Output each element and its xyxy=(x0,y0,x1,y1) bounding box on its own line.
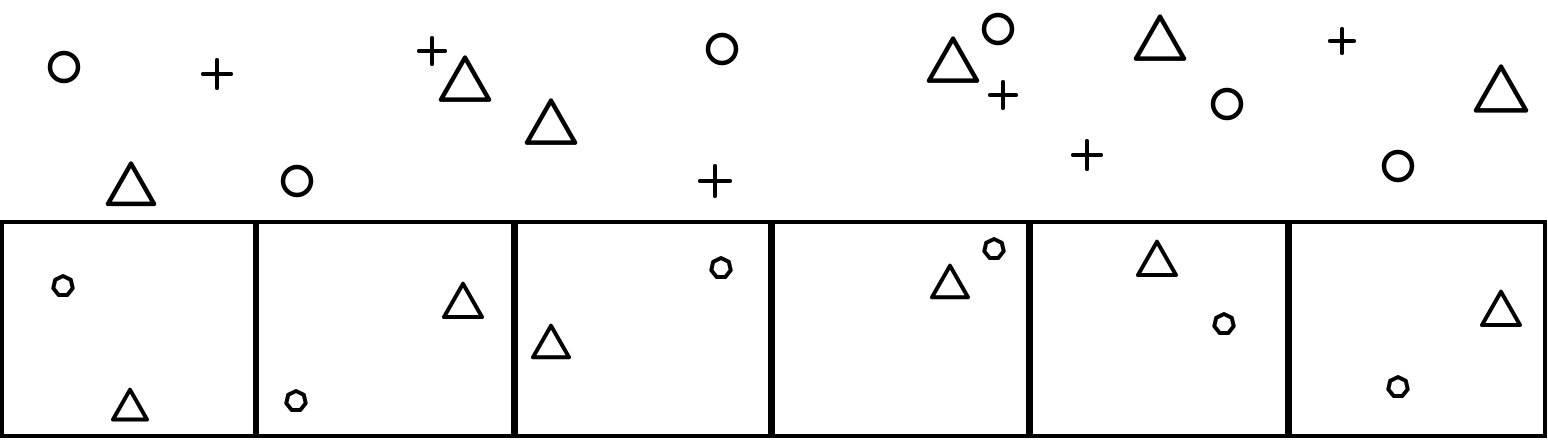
circle-icon xyxy=(1381,149,1415,183)
circle-icon xyxy=(280,164,314,198)
panel-border xyxy=(771,220,1030,438)
plus-icon xyxy=(417,36,447,66)
triangle-icon xyxy=(930,263,970,300)
plus-icon xyxy=(1328,27,1356,55)
panel xyxy=(255,220,515,438)
triangle-icon xyxy=(442,281,484,319)
circle-icon xyxy=(981,12,1015,46)
triangle-icon xyxy=(105,161,157,207)
panel-row xyxy=(0,220,1547,438)
panel xyxy=(514,220,772,438)
plus-icon xyxy=(698,164,732,198)
triangle-icon xyxy=(1136,239,1178,277)
panel xyxy=(1288,220,1547,438)
triangle-icon xyxy=(111,387,149,422)
circle-icon xyxy=(47,50,81,84)
circle-icon xyxy=(51,274,75,297)
panel xyxy=(771,220,1030,438)
panel-border xyxy=(255,220,515,438)
triangle-icon xyxy=(1473,64,1529,113)
circle-icon xyxy=(982,237,1006,260)
triangle-icon xyxy=(524,98,578,145)
triangle-icon xyxy=(1480,289,1522,327)
circle-icon xyxy=(1212,312,1236,335)
circle-icon xyxy=(709,256,733,279)
panel-border xyxy=(1029,220,1289,438)
circle-icon xyxy=(1386,375,1410,398)
panel xyxy=(1029,220,1289,438)
plus-icon xyxy=(1071,139,1103,171)
plus-icon xyxy=(201,58,233,90)
circle-icon xyxy=(1210,87,1244,121)
scattered-shapes-area xyxy=(47,12,1529,207)
triangle-icon xyxy=(531,323,571,360)
panel-border xyxy=(1288,220,1547,438)
panel-border xyxy=(514,220,772,438)
circle-icon xyxy=(284,389,308,412)
triangle-icon xyxy=(926,36,980,83)
plus-icon xyxy=(988,80,1018,110)
circle-icon xyxy=(705,32,739,66)
triangle-icon xyxy=(1133,14,1187,61)
triangle-icon xyxy=(438,55,492,102)
